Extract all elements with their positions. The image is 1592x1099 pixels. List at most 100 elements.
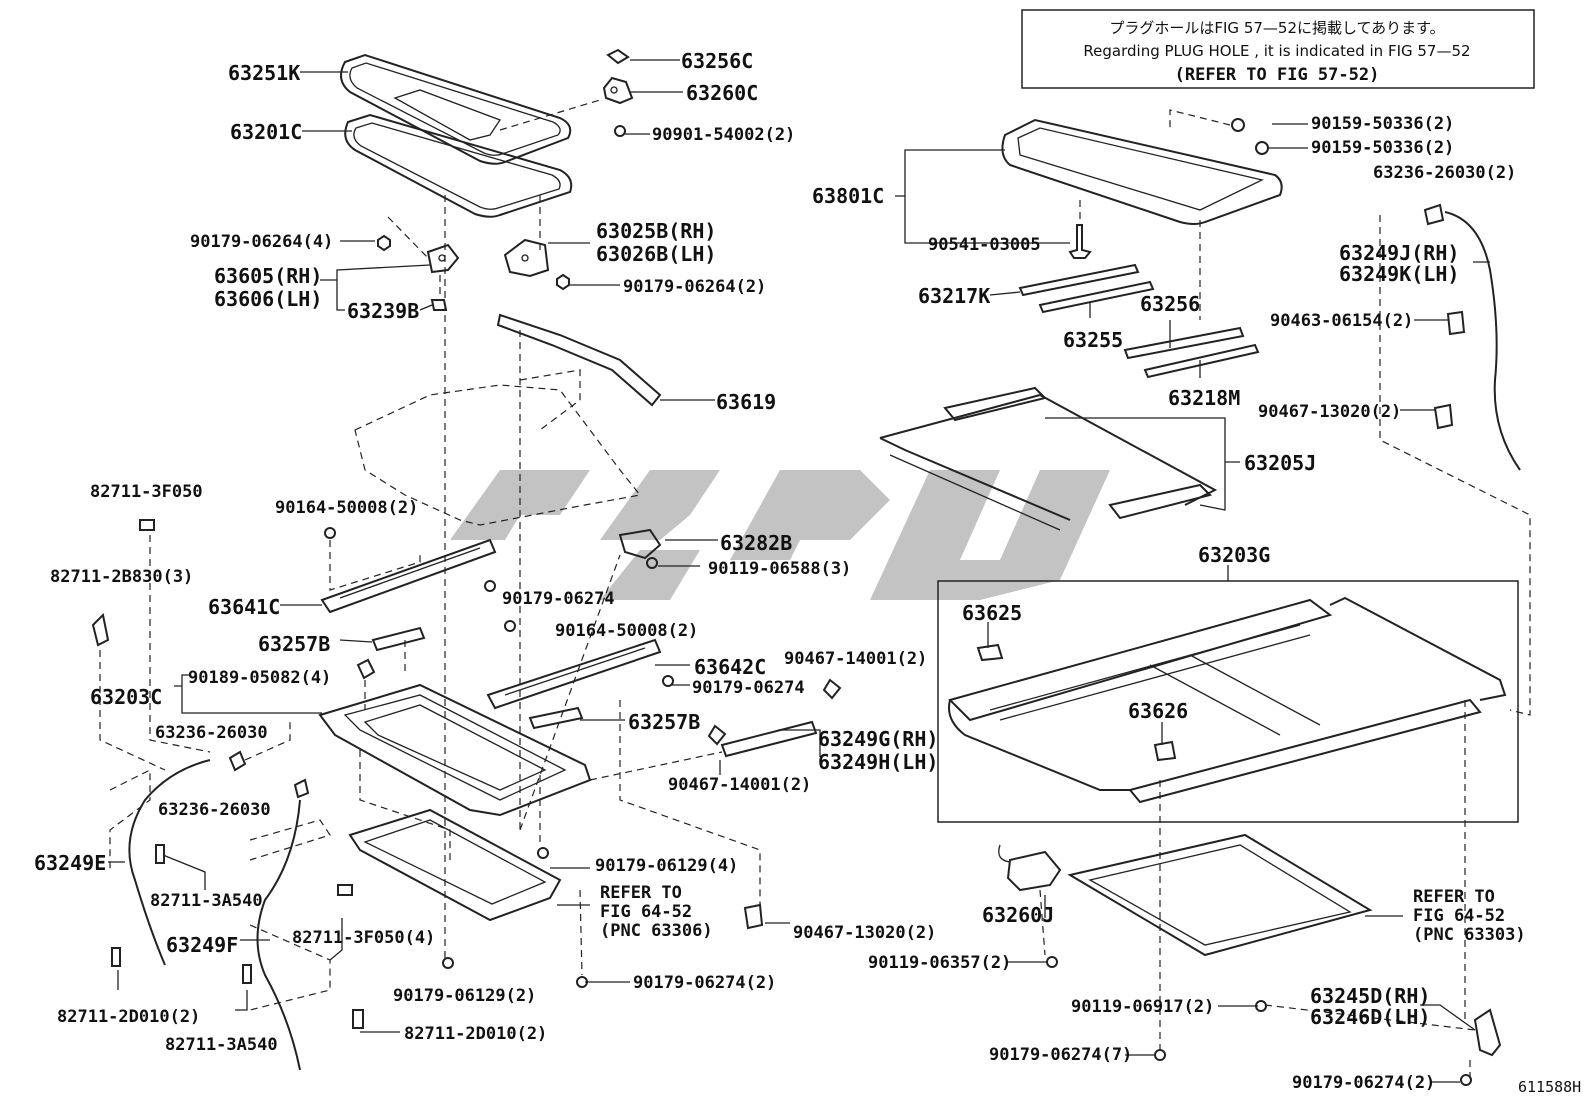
clamp-90467-14001-b <box>707 724 727 746</box>
screw-90901-54002 <box>614 125 626 137</box>
label-90467-13020-b: 90467-13020(2) <box>1258 402 1401 422</box>
label-90159-50336-a: 90159-50336(2) <box>1311 114 1454 134</box>
nut-90179-06264-a <box>377 234 391 252</box>
leader-lines <box>108 59 1490 1083</box>
nut-90179-06274-7 <box>1154 1049 1166 1061</box>
label-63801C: 63801C <box>812 184 884 208</box>
bracket-63260C <box>602 76 634 105</box>
weatherstrip-63251K <box>340 53 572 165</box>
label-90179-06264-4: 90179-06264(4) <box>190 232 333 252</box>
label-90119-06588: 90119-06588(3) <box>708 559 851 579</box>
label-63260J: 63260J <box>982 903 1054 927</box>
refer-left-line2: FIG 64-52 <box>600 902 692 922</box>
label-63201C: 63201C <box>230 120 302 144</box>
label-90179-06274-2b: 90179-06274(2) <box>1292 1073 1435 1093</box>
sunshade-panel-right <box>1067 833 1373 957</box>
label-90179-06264-2: 90179-06264(2) <box>623 277 766 297</box>
note-line-3: (REFER TO FIG 57-52) <box>1175 65 1380 85</box>
clip-82711-2D010-a <box>111 947 121 967</box>
hose-63249J-63249K <box>1444 211 1521 471</box>
hose-end-63236-26030-a <box>228 750 247 772</box>
sunshade-panel-left <box>348 808 562 922</box>
label-82711-3A540-b: 82711-3A540 <box>165 1035 278 1055</box>
label-82711-2D010-a: 82711-2D010(2) <box>57 1007 200 1027</box>
label-63257B-a: 63257B <box>258 632 330 656</box>
left-guide-lines <box>99 99 761 1011</box>
label-90467-14001-a: 90467-14001(2) <box>784 649 927 669</box>
clip-82711-3F050-4 <box>337 884 353 896</box>
label-90189-05082: 90189-05082(4) <box>188 668 331 688</box>
glass-panel-63801C <box>1001 118 1283 225</box>
label-63236-26030-2: 63236-26030(2) <box>1373 163 1516 183</box>
label-90164-50008-b: 90164-50008(2) <box>555 621 698 641</box>
label-63605: 63605(RH) <box>214 264 322 288</box>
housing-63203C <box>318 683 592 817</box>
clip-82711-2B830 <box>91 612 110 647</box>
label-63619: 63619 <box>716 390 776 414</box>
label-63249H: 63249H(LH) <box>818 750 938 774</box>
hose-end-63236-26030-2 <box>1423 203 1445 226</box>
deflector-63619 <box>496 313 662 407</box>
label-63626: 63626 <box>1128 699 1188 723</box>
label-90463-06154: 90463-06154(2) <box>1270 311 1413 331</box>
label-63249G: 63249G(RH) <box>818 727 938 751</box>
screw-90159-b <box>1255 141 1269 155</box>
label-63249J: 63249J(RH) <box>1339 241 1459 265</box>
nut-90179-06274-b <box>662 675 674 687</box>
label-90179-06129-2: 90179-06129(2) <box>393 986 536 1006</box>
glass-seal-63201C <box>344 113 573 218</box>
refer-left-line3: (PNC 63306) <box>600 921 713 941</box>
refer-right-line2: FIG 64-52 <box>1413 906 1505 926</box>
clip-82711-3A540-b <box>242 964 252 984</box>
label-82711-3F050: 82711-3F050 <box>90 482 203 502</box>
spacer-63257B-a <box>371 626 426 652</box>
label-63025B: 63025B(RH) <box>596 219 716 243</box>
clip-90467-13020-b <box>1433 403 1454 430</box>
label-63642C: 63642C <box>694 655 766 679</box>
label-63282B: 63282B <box>720 531 792 555</box>
label-63641C: 63641C <box>208 595 280 619</box>
bolt-90119-06588 <box>646 557 658 569</box>
label-63239B: 63239B <box>347 299 419 323</box>
label-90467-13020-a: 90467-13020(2) <box>793 923 936 943</box>
bolt-90164-50008-a <box>324 527 336 539</box>
bolt-90164-50008-b <box>504 620 516 632</box>
rail-63641C <box>320 538 497 614</box>
clamp-90467-14001-a <box>822 678 842 700</box>
label-90179-06274-7: 90179-06274(7) <box>989 1045 1132 1065</box>
label-82711-3A540-a: 82711-3A540 <box>150 891 263 911</box>
plate-63239B <box>430 299 448 311</box>
bracket-63245D-63246D <box>1473 1008 1502 1057</box>
label-63245D: 63245D(RH) <box>1310 984 1430 1008</box>
seal-63217K-63255 <box>1018 263 1155 314</box>
clip-90189-05082 <box>356 658 376 680</box>
label-63251K: 63251K <box>228 61 300 85</box>
rail-63642C <box>486 638 662 710</box>
screw-90159-a <box>1231 118 1245 132</box>
clip-90463-06154 <box>1446 310 1466 336</box>
drive-frame-63203G <box>948 596 1507 804</box>
refer-right-line1: REFER TO <box>1413 887 1495 907</box>
hose-63249G-63249H <box>720 720 818 758</box>
note-line-1: プラグホールはFIG 57—52に掲載してあります。 <box>1109 19 1444 37</box>
bracket-63625 <box>976 643 1004 662</box>
label-63249K: 63249K(LH) <box>1339 262 1459 286</box>
label-90159-50336-b: 90159-50336(2) <box>1311 138 1454 158</box>
label-63249F: 63249F <box>166 933 238 957</box>
plug-hole-note: プラグホールはFIG 57—52に掲載してあります。 Regarding PLU… <box>1021 9 1535 89</box>
hose-end-63236-26030-b <box>293 778 310 799</box>
nut-90179-06274-2b <box>1460 1074 1472 1086</box>
clip-82711-3F050 <box>139 519 155 531</box>
label-63203G: 63203G <box>1198 543 1270 567</box>
label-63256: 63256 <box>1140 292 1200 316</box>
label-63218M: 63218M <box>1168 386 1240 410</box>
screw-90541-03005 <box>1068 224 1092 259</box>
label-63257B-b: 63257B <box>628 710 700 734</box>
label-63249E: 63249E <box>34 851 106 875</box>
cable-frame-63205J <box>879 386 1218 531</box>
label-63217K: 63217K <box>918 284 990 308</box>
label-90179-06274-b: 90179-06274 <box>692 678 805 698</box>
refer-right-line3: (PNC 63303) <box>1413 925 1526 945</box>
bracket-63626 <box>1153 740 1177 762</box>
